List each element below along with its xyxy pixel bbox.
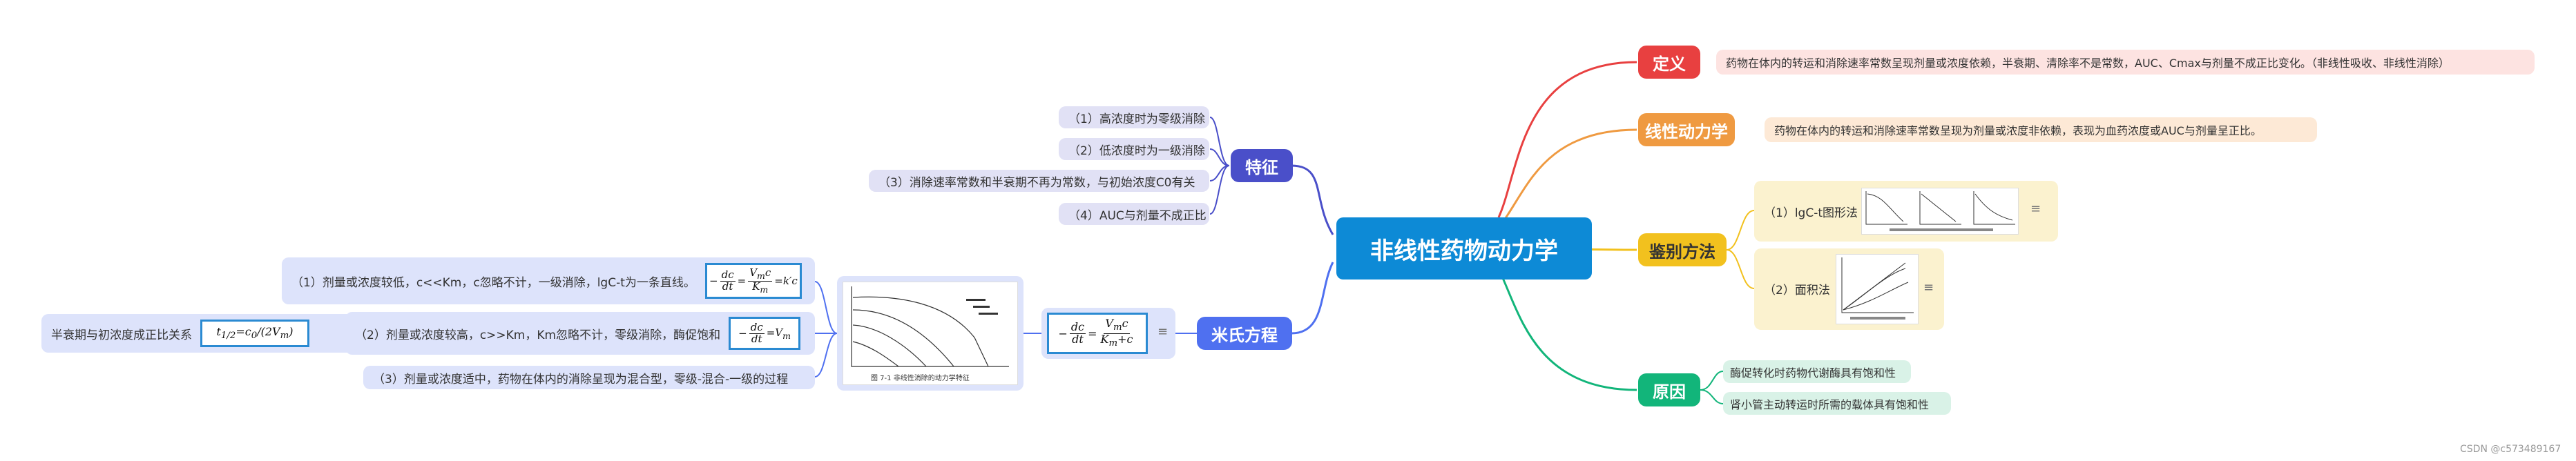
definition-text[interactable]: 药物在体内的转运和消除速率常数呈现剂量或浓度依赖，半衰期、清除率不是常数，AUC…	[1716, 50, 2535, 75]
linear-kinetics-text[interactable]: 药物在体内的转运和消除速率常数呈现为剂量或浓度非依赖，表现为血药浓度或AUC与剂…	[1765, 117, 2317, 142]
method-area-card[interactable]: （2）面积法 ≡	[1754, 248, 1944, 330]
halflife-relation-text: 半衰期与初浓度成正比关系	[51, 328, 192, 342]
branch-features[interactable]: 特征	[1231, 149, 1293, 182]
branch-cause[interactable]: 原因	[1638, 373, 1700, 406]
notes-icon[interactable]: ≡	[2030, 202, 2041, 216]
branch-michaelis-menten[interactable]: 米氏方程	[1197, 317, 1292, 350]
mm-figure-card[interactable]: 图 7-1 非线性消除的动力学特征	[837, 276, 1023, 391]
branch-definition[interactable]: 定义	[1638, 46, 1700, 79]
method-area-label: （2）面积法	[1764, 284, 1830, 297]
mm-case-low-concentration[interactable]: （1）剂量或浓度较低，c<<Km，c忽略不计，一级消除，lgC-t为一条直线。 …	[282, 257, 815, 304]
watermark: CSDN @c573489167	[2460, 444, 2561, 455]
feature-item-1[interactable]: （1）高浓度时为零级消除	[1059, 106, 1209, 128]
nonlinear-elimination-figure: 图 7-1 非线性消除的动力学特征	[843, 282, 1018, 385]
mm-case-2-text: （2）剂量或浓度较高，c>>Km，Km忽略不计，零级消除，酶促饱和	[355, 328, 721, 342]
cause-item-carrier[interactable]: 肾小管主动转运时所需的载体具有饱和性	[1723, 392, 1951, 415]
branch-linear-kinetics[interactable]: 线性动力学	[1638, 113, 1735, 146]
lgc-t-graph-image	[1861, 188, 2019, 235]
notes-icon[interactable]: ≡	[1923, 280, 1934, 295]
method-lgc-t-label: （1）lgC-t图形法	[1764, 206, 1858, 220]
cause-item-enzyme[interactable]: 酶促转化时药物代谢酶具有饱和性	[1723, 360, 1911, 383]
halflife-formula: t1/2=c0/(2Vm)	[200, 320, 309, 347]
root-topic[interactable]: 非线性药物动力学	[1336, 217, 1592, 279]
feature-item-3[interactable]: （3）消除速率常数和半衰期不再为常数，与初始浓度C0有关	[869, 170, 1209, 192]
mm-case-moderate-concentration[interactable]: （3）剂量或浓度适中，药物在体内的消除呈现为混合型，零级-混合-一级的过程	[363, 366, 815, 389]
notes-icon[interactable]: ≡	[1157, 324, 1169, 339]
figure-caption: 图 7-1 非线性消除的动力学特征	[871, 375, 970, 382]
feature-item-2[interactable]: （2）低浓度时为一级消除	[1059, 138, 1209, 160]
area-method-graph-image	[1836, 254, 1919, 324]
feature-item-4[interactable]: （4）AUC与剂量不成正比	[1059, 203, 1209, 225]
mm-case-1-text: （1）剂量或浓度较低，c<<Km，c忽略不计，一级消除，lgC-t为一条直线。	[291, 275, 695, 290]
branch-identification[interactable]: 鉴别方法	[1638, 233, 1727, 266]
halflife-relation[interactable]: 半衰期与初浓度成正比关系 t1/2=c0/(2Vm)	[41, 314, 356, 353]
method-lgc-t-card[interactable]: （1）lgC-t图形法 ≡	[1754, 181, 2058, 242]
